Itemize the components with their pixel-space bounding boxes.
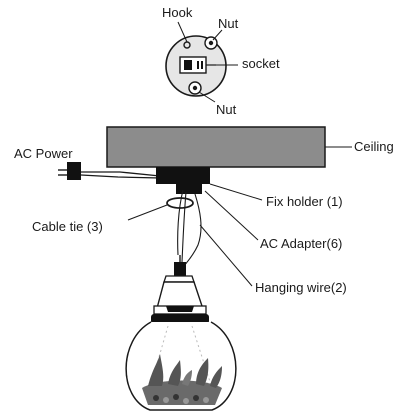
soil [142, 380, 222, 405]
pebbles [153, 394, 209, 404]
ac-power-label: AC Power [14, 146, 73, 161]
lamp-connector [174, 262, 186, 276]
plants-icon [148, 354, 222, 388]
cable-tie-icon [166, 197, 194, 209]
ac-power-cord [58, 162, 161, 180]
ac-adapter [176, 184, 202, 194]
fix-holder-label: Fix holder (1) [266, 194, 343, 209]
ceiling-block [106, 126, 326, 168]
socket-label: socket [242, 56, 280, 71]
hanging-wire-label: Hanging wire(2) [255, 280, 347, 295]
socket-leaders [177, 21, 238, 103]
plug-icon [67, 162, 81, 180]
fix-holder [156, 167, 210, 184]
ceiling-label: Ceiling [354, 139, 394, 154]
hook-label: Hook [162, 5, 193, 20]
lamp-ring [151, 314, 209, 324]
right-leaders [127, 183, 263, 287]
nut-top-label: Nut [218, 16, 239, 31]
socket-plate [165, 35, 227, 97]
nut-bottom-label: Nut [216, 102, 237, 117]
grow-lamp [151, 262, 209, 324]
hanging-wires [177, 189, 202, 267]
ac-adapter-label: AC Adapter(6) [260, 236, 342, 251]
glass-terrarium [125, 321, 237, 411]
cable-tie-label: Cable tie (3) [32, 219, 103, 234]
light-beam [149, 325, 213, 389]
